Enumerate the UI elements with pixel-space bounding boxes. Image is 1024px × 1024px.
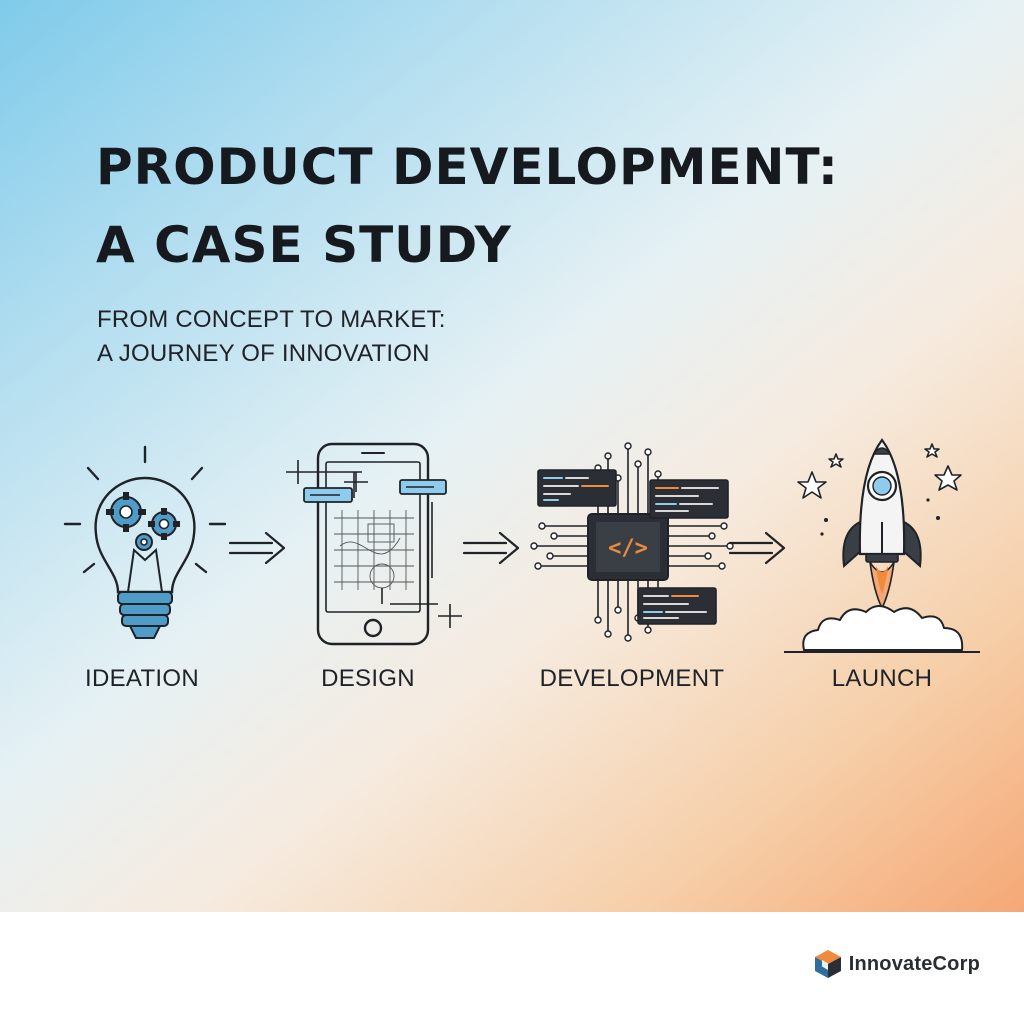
page-title: PRODUCT DEVELOPMENT: A CASE STUDY — [96, 128, 956, 284]
page-subtitle: FROM CONCEPT TO MARKET: A JOURNEY OF INN… — [97, 303, 446, 371]
code-glyph: </> — [608, 536, 648, 561]
stage-label-design: DESIGN — [321, 665, 415, 692]
brand-name: InnovateCorp — [848, 952, 980, 975]
footer: InnovateCorp — [0, 912, 1024, 1024]
hero-banner: PRODUCT DEVELOPMENT: A CASE STUDY FROM C… — [0, 0, 1024, 912]
rocket-icon — [784, 438, 980, 653]
stage-label-development: DEVELOPMENT — [539, 665, 725, 692]
arrow-right-icon — [728, 531, 786, 565]
phone-wireframe-icon — [286, 442, 462, 646]
brand: InnovateCorp — [813, 948, 980, 980]
subtitle-line-1: FROM CONCEPT TO MARKET: — [97, 306, 446, 333]
stage-label-ideation: IDEATION — [85, 665, 199, 692]
arrow-right-icon — [462, 531, 520, 565]
title-line-2: A CASE STUDY — [96, 216, 512, 274]
cube-logo-icon — [814, 950, 841, 978]
arrow-right-icon — [228, 531, 286, 565]
subtitle-line-2: A JOURNEY OF INNOVATION — [97, 340, 430, 367]
title-line-1: PRODUCT DEVELOPMENT: — [96, 138, 839, 196]
stage-label-launch: LAUNCH — [831, 665, 933, 692]
chip-code-icon: </> — [530, 442, 734, 642]
lightbulb-gears-icon — [63, 445, 227, 639]
